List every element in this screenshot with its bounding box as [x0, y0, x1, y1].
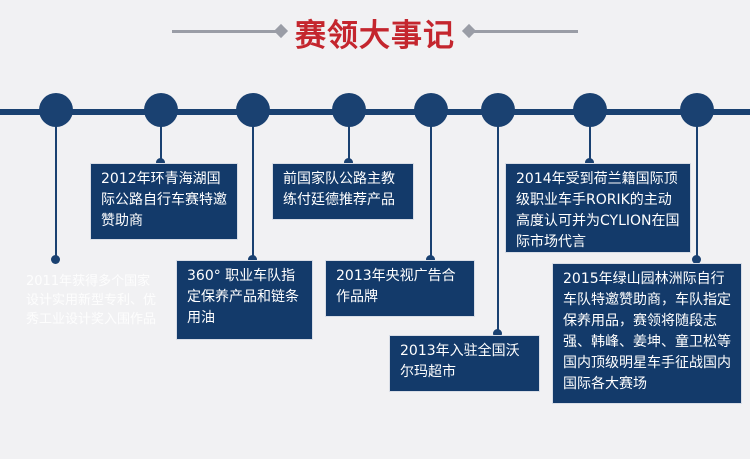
connector-dot-4: [344, 158, 353, 167]
timeline-node-1: [39, 93, 73, 127]
connector-dot-5: [426, 255, 435, 264]
connector-3: [252, 125, 254, 258]
connector-8: [696, 125, 698, 258]
connector-dot-1: [51, 255, 60, 264]
event-box-cctv: 2013年央视广告合作品牌: [325, 260, 475, 317]
event-box-walmart: 2013年入驻全国沃尔玛超市: [389, 335, 540, 392]
title-area: 赛领大事记: [0, 0, 750, 66]
connector-dot-3: [248, 255, 257, 264]
timeline-node-4: [332, 93, 366, 127]
event-box-360: 360° 职业车队指定保养产品和链条用油: [176, 260, 313, 340]
connector-7: [589, 125, 591, 162]
timeline-node-7: [573, 93, 607, 127]
timeline-node-5: [414, 93, 448, 127]
connector-2: [160, 125, 162, 162]
connector-dot-2: [156, 158, 165, 167]
connector-dot-6: [493, 329, 502, 338]
connector-6: [497, 125, 499, 333]
timeline-node-6: [481, 93, 515, 127]
event-box-2012: 2012年环青海湖国际公路自行车赛特邀赞助商: [90, 163, 238, 240]
connector-dot-7: [585, 158, 594, 167]
title-divider-left: [172, 30, 280, 33]
page-title: 赛领大事记: [295, 18, 455, 54]
event-box-2015: 2015年绿山园林洲际自行车队特邀赞助商，车队指定保养用品，赛领将随段志强、韩峰…: [552, 263, 742, 404]
timeline-node-3: [236, 93, 270, 127]
title-divider-right: [470, 30, 578, 33]
connector-5: [430, 125, 432, 258]
event-text-2011: 2011年获得多个国家设计实用新型专利、优秀工业设计奖入围作品: [26, 274, 157, 327]
timeline-node-8: [680, 93, 714, 127]
title-diamond-left: [273, 23, 289, 39]
connector-dot-8: [692, 255, 701, 264]
connector-4: [348, 125, 350, 162]
timeline-node-2: [144, 93, 178, 127]
event-box-2014: 2014年受到荷兰籍国际顶级职业车手RORIK的主动高度认可并为CYLION在国…: [505, 163, 691, 253]
timeline-bar: [0, 109, 750, 115]
event-box-coach: 前国家队公路主教练付廷德推荐产品: [272, 163, 414, 220]
connector-1: [55, 125, 57, 258]
